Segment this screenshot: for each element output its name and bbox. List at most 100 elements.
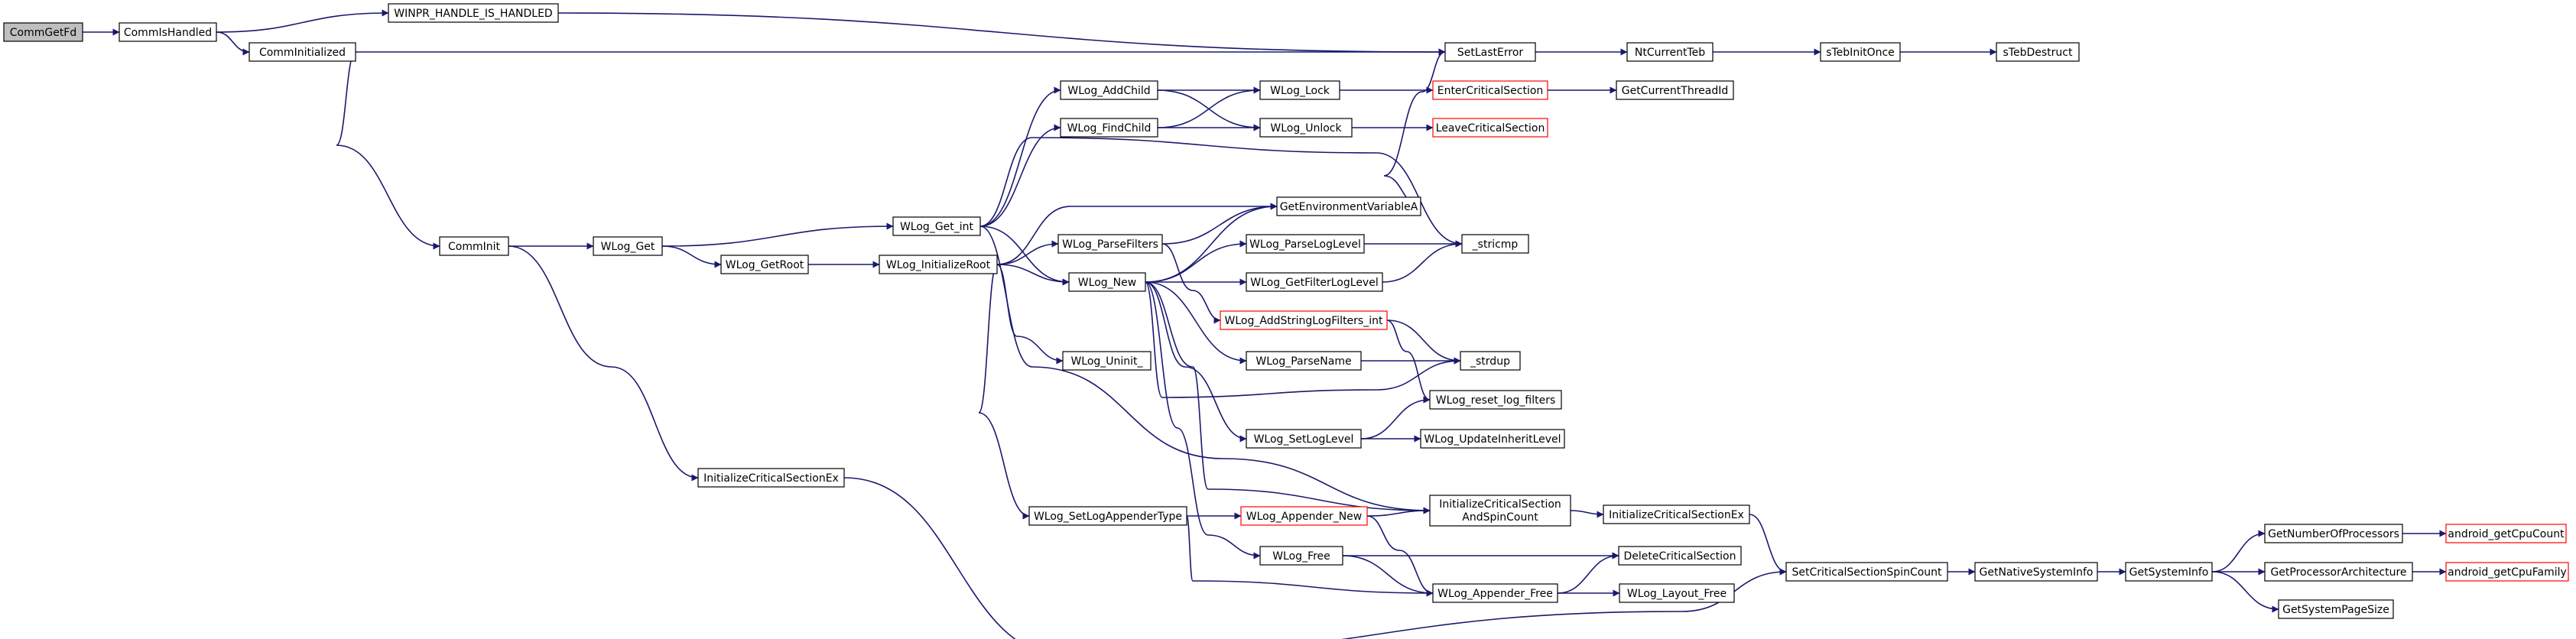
node-label: sTebDestruct [2003, 47, 2073, 59]
node-label: WLog_Get [601, 241, 655, 253]
node-getcurrentthreadid[interactable]: GetCurrentThreadId [1616, 80, 1734, 100]
node-wlog-getroot[interactable]: WLog_GetRoot [720, 255, 809, 274]
call-edge [1386, 320, 1461, 365]
node-initializecriticalsectionex-2[interactable]: InitializeCriticalSectionEx [1603, 504, 1750, 524]
node-wlog-appender-free[interactable]: WLog_Appender_Free [1432, 583, 1558, 603]
edge-getsysteminfo-to-getsystempagesize [2211, 571, 2279, 613]
node-getprocessorarchitecture[interactable]: GetProcessorArchitecture [2264, 562, 2413, 582]
node-wlog-get-int[interactable]: WLog_Get_int [892, 216, 981, 236]
node-label: WLog_New [1078, 277, 1136, 289]
node-initializecriticalsectionex-1[interactable]: InitializeCriticalSectionEx [697, 468, 845, 488]
node-getsystempagesize[interactable]: GetSystemPageSize [2278, 599, 2394, 619]
node-box [2264, 524, 2403, 543]
node-wlog-free[interactable]: WLog_Free [1259, 546, 1343, 566]
node-wlog-appender-new[interactable]: WLog_Appender_New [1240, 506, 1368, 526]
node-deletecriticalsection[interactable]: DeleteCriticalSection [1618, 546, 1742, 566]
node-wlog-findchild[interactable]: WLog_FindChild [1060, 118, 1158, 138]
node-wlog-parsename[interactable]: WLog_ParseName [1246, 351, 1362, 371]
node-android-getcpufamily[interactable]: android_getCpuFamily [2445, 562, 2569, 582]
node-box [1429, 390, 1562, 410]
node-wlog-updateinheritlevel[interactable]: WLog_UpdateInheritLevel [1420, 429, 1565, 449]
node-box [1461, 234, 1529, 254]
node-wlog-unlock[interactable]: WLog_Unlock [1259, 118, 1353, 138]
node-label: WLog_Unlock [1270, 122, 1342, 135]
node-getnumberofprocessors[interactable]: GetNumberOfProcessors [2264, 524, 2403, 543]
edge-comminit-to-initializecriticalsectionex-1 [508, 245, 699, 482]
node-wlog-getfilterloglevel[interactable]: WLog_GetFilterLogLevel [1246, 272, 1383, 292]
call-edge [1161, 203, 1278, 245]
node-wlog-uninit[interactable]: WLog_Uninit_ [1062, 351, 1152, 371]
edge-getsysteminfo-to-getnumberofprocessors [2211, 530, 2266, 573]
edge-wlog-addstringlogfilters-int-to-strdup [1386, 320, 1461, 365]
node-getsysteminfo[interactable]: GetSystemInfo [2125, 562, 2213, 582]
node-label: WLog_reset_log_filters [1436, 394, 1556, 407]
node-wlog-reset-log-filters[interactable]: WLog_reset_log_filters [1429, 390, 1562, 410]
node-wlog-new[interactable]: WLog_New [1068, 272, 1146, 292]
node-getenvironmentvariablea[interactable]: GetEnvironmentVariableA [1276, 196, 1421, 216]
edge-wlog-parsefilters-to-wlog-addstringlogfilters-int [1161, 243, 1221, 324]
node-wlog-setloglevel[interactable]: WLog_SetLogLevel [1246, 429, 1362, 449]
node-box [1060, 118, 1158, 138]
node-wlog-parsefilters[interactable]: WLog_ParseFilters [1057, 234, 1163, 254]
call-edge [996, 203, 1278, 265]
node-box [593, 236, 663, 256]
call-edge [216, 31, 250, 56]
node-setlasterror[interactable]: SetLastError [1444, 42, 1536, 62]
node-wlog-setlogappendertype[interactable]: WLog_SetLogAppenderType [1028, 506, 1187, 526]
edge-wlog-get-to-wlog-get-int [661, 222, 894, 247]
node-ntcurrentteb[interactable]: NtCurrentTeb [1626, 42, 1714, 62]
call-edge [979, 225, 1431, 514]
node-getnativesysteminfo[interactable]: GetNativeSystemInfo [1974, 562, 2098, 582]
node-label: _stricmp [1472, 238, 1519, 251]
call-edge [508, 245, 699, 482]
node-comminitialized[interactable]: CommInitialized [249, 42, 356, 62]
node-stebdestruct[interactable]: sTebDestruct [1996, 42, 2080, 62]
node-comminit[interactable]: CommInit [439, 236, 509, 256]
node-commishandled[interactable]: CommIsHandled [119, 22, 217, 42]
node-winpr-handle-is-handled[interactable]: WINPR_HANDLE_IS_HANDLED [388, 3, 559, 23]
node-label: _strdup [1470, 355, 1510, 368]
node-label: WLog_GetRoot [726, 259, 804, 271]
node-wlog-addstringlogfilters-int[interactable]: WLog_AddStringLogFilters_int [1220, 310, 1388, 330]
node-label: InitializeCriticalSectionEx [1609, 509, 1744, 521]
call-edge [1749, 514, 1787, 576]
node-wlog-parseloglevel[interactable]: WLog_ParseLogLevel [1246, 234, 1365, 254]
call-edge [1366, 507, 1431, 517]
node-wlog-initializeroot[interactable]: WLog_InitializeRoot [879, 255, 998, 274]
call-edge [1557, 552, 1619, 594]
node-label: WLog_ParseName [1256, 355, 1351, 368]
node-box [1603, 504, 1750, 524]
node-stebinitonce[interactable]: sTebInitOnce [1820, 42, 1901, 62]
node-box [1240, 506, 1368, 526]
node-android-getcpucount[interactable]: android_getCpuCount [2445, 524, 2567, 543]
node-label: WLog_Layout_Free [1627, 588, 1727, 600]
node-wlog-get[interactable]: WLog_Get [593, 236, 663, 256]
call-edge [557, 12, 1446, 56]
node-box [1060, 80, 1158, 100]
node-label-line2: AndSpinCount [1462, 511, 1538, 524]
node-box [720, 255, 809, 274]
node-wlog-lock[interactable]: WLog_Lock [1259, 80, 1340, 100]
node-box [1057, 234, 1163, 254]
node-wlog-layout-free[interactable]: WLog_Layout_Free [1619, 583, 1735, 603]
edge-comminitialized-to-comminit [336, 51, 440, 250]
call-edge [996, 240, 1059, 265]
node-commgetfd[interactable]: CommGetFd [3, 22, 83, 42]
edge-getenvironmentvariablea-to-setlasterror [1383, 48, 1446, 207]
node-wlog-addchild[interactable]: WLog_AddChild [1060, 80, 1158, 100]
edge-wlog-new-to-wlog-parseloglevel [1145, 240, 1247, 283]
node-stricmp[interactable]: _stricmp [1461, 234, 1529, 254]
node-label: WLog_FindChild [1067, 122, 1152, 135]
node-label: WLog_Get_int [900, 221, 974, 233]
node-box [1432, 80, 1548, 100]
node-setcriticalsectionspincount[interactable]: SetCriticalSectionSpinCount [1785, 562, 1948, 582]
call-edge [336, 51, 440, 250]
node-strdup[interactable]: _strdup [1460, 351, 1521, 371]
node-entercriticalsection[interactable]: EnterCriticalSection [1432, 80, 1548, 100]
node-label: WLog_Free [1272, 550, 1330, 563]
node-box [388, 3, 559, 23]
edge-wlog-get-int-to-stricmp [979, 137, 1463, 248]
node-label: WLog_Lock [1270, 85, 1330, 97]
node-leavecriticalsection[interactable]: LeaveCriticalSection [1432, 118, 1548, 138]
